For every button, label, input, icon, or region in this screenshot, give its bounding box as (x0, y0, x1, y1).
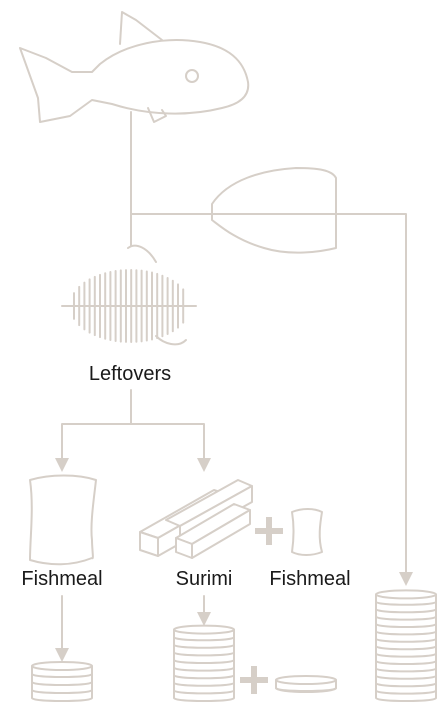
arrow-to-surimi (197, 458, 211, 472)
surimi-label: Surimi (176, 568, 233, 590)
connector-leftovers-split (62, 390, 204, 458)
leftovers-label: Leftovers (89, 363, 171, 385)
arrow-to-right-stack (399, 572, 413, 586)
arrow-to-middle-stack (197, 612, 211, 626)
arrow-to-left-stack (55, 648, 69, 662)
plus-icon (255, 517, 283, 545)
fishmeal-label-left: Fishmeal (21, 568, 102, 590)
coin-stack-right (376, 590, 436, 701)
fish-skeleton-icon (62, 246, 196, 345)
fishmeal-label-right: Fishmeal (269, 568, 350, 590)
sack-icon (30, 476, 96, 565)
coin-stack-left (32, 662, 92, 701)
coin-icon (276, 676, 336, 692)
surimi-bars-icon (140, 480, 252, 558)
arrow-to-fishmeal-sack (55, 458, 69, 472)
fish-icon (20, 12, 248, 122)
fillet-icon (212, 168, 336, 253)
coin-stack-middle (174, 626, 234, 701)
plus-icon (240, 666, 268, 694)
small-sack-icon (292, 509, 322, 555)
